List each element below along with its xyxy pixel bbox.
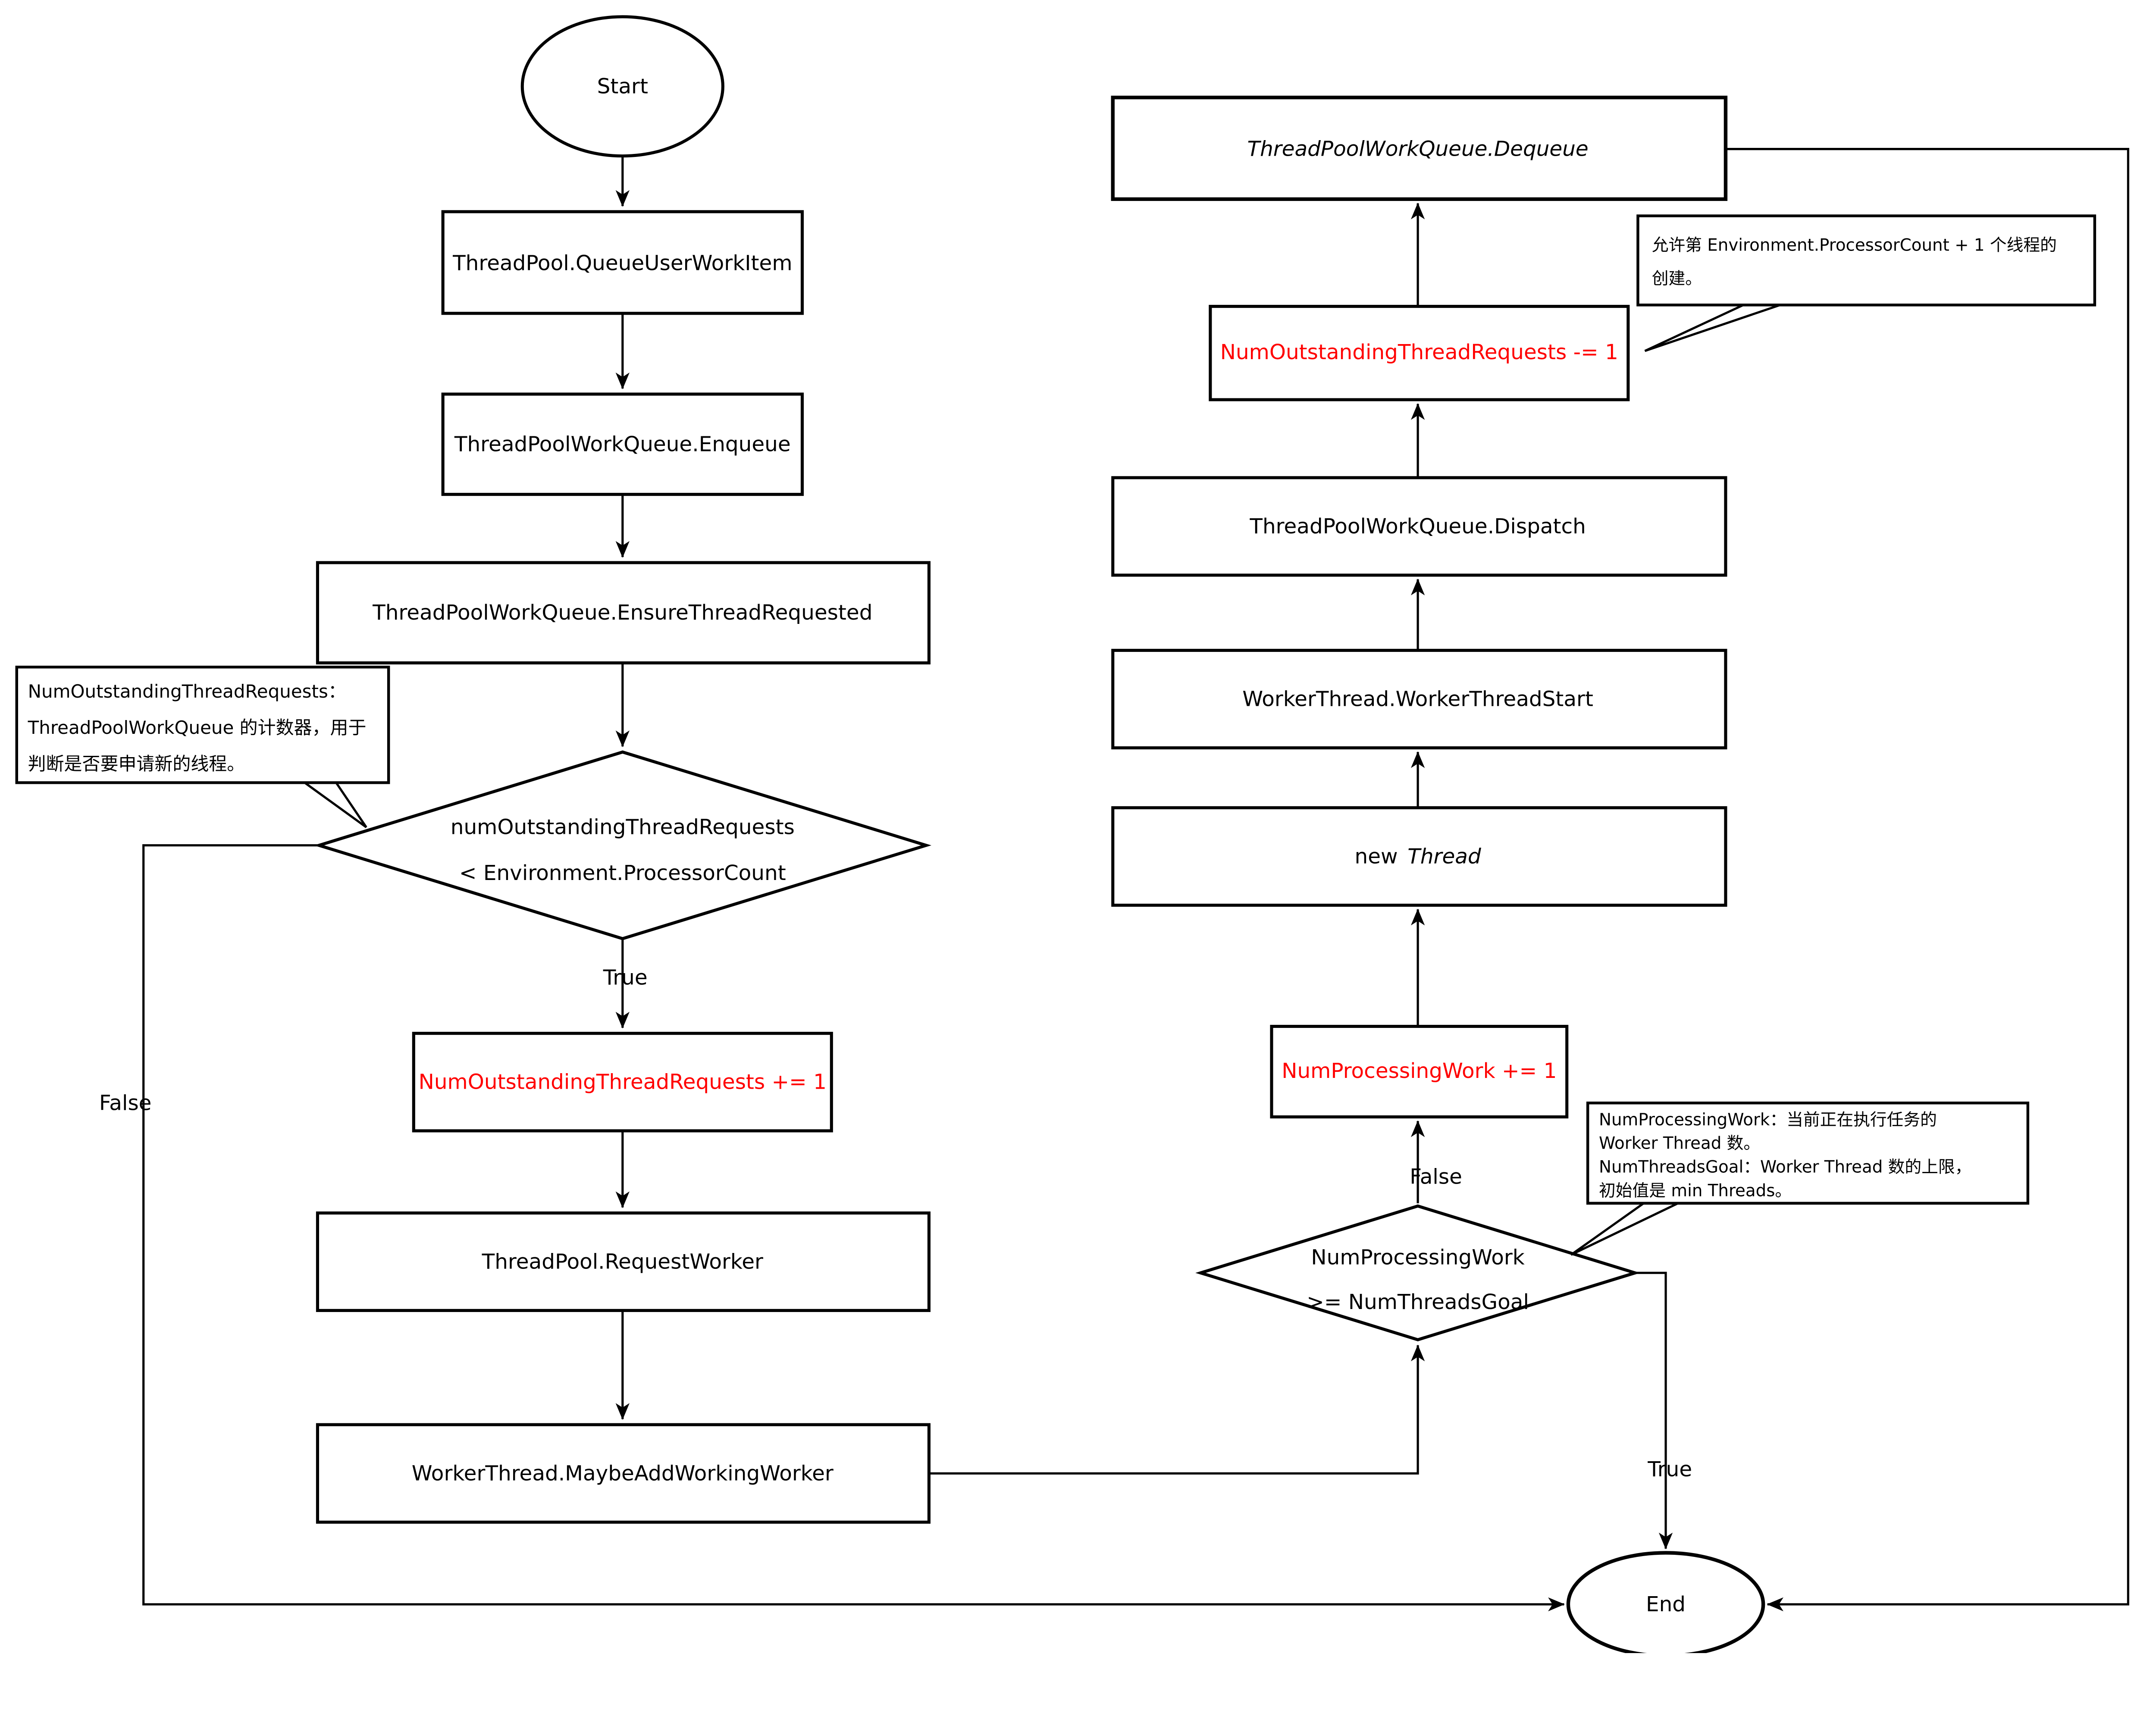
node-decision-outstanding: numOutstandingThreadRequests < Environme… <box>313 750 932 940</box>
callout-processor-box <box>1636 214 2096 307</box>
edges <box>142 148 2129 1612</box>
callout-processing-box <box>1586 1101 2030 1205</box>
threadpool-flowchart: Start ThreadPool.QueueUserWorkItem Threa… <box>15 15 2129 1653</box>
ensure-thread-requested-box <box>316 561 931 665</box>
enqueue-label: ThreadPoolWorkQueue.Enqueue <box>454 432 791 456</box>
callout-outstanding-note: NumOutstandingThreadRequests： ThreadPool… <box>15 665 390 828</box>
worker-thread-start-box <box>1111 648 1727 750</box>
node-worker-thread-start: WorkerThread.WorkerThreadStart <box>1111 648 1727 750</box>
label-true-processing: True <box>1647 1457 1692 1481</box>
end-label: End <box>1646 1592 1686 1616</box>
node-dequeue: ThreadPoolWorkQueue.Dequeue <box>1111 95 1728 201</box>
callout-outstanding-line3: 判断是否要申请新的线程。 <box>28 753 245 774</box>
node-enqueue: ThreadPoolWorkQueue.Enqueue <box>441 392 804 496</box>
maybe-add-working-worker-label: WorkerThread.MaybeAddWorkingWorker <box>412 1461 834 1485</box>
node-request-worker: ThreadPool.RequestWorker <box>316 1211 931 1312</box>
node-dispatch: ThreadPoolWorkQueue.Dispatch <box>1111 476 1727 577</box>
decision-outstanding-diamond <box>313 750 932 940</box>
inc-processing-label: NumProcessingWork += 1 <box>1282 1059 1557 1083</box>
dequeue-label: ThreadPoolWorkQueue.Dequeue <box>1247 137 1588 161</box>
decision-processing-line1: NumProcessingWork <box>1311 1246 1524 1270</box>
node-queue-user-work-item: ThreadPool.QueueUserWorkItem <box>441 210 804 315</box>
callout-processing-note: NumProcessingWork：当前正在执行任务的 Worker Threa… <box>1570 1101 2030 1256</box>
edge-maybeadd-to-decisionprocessing <box>929 1344 1425 1475</box>
end-ellipse <box>1566 1551 1765 1653</box>
callout-processor-line1: 允许第 Environment.ProcessorCount + 1 个线程的 <box>1652 235 2057 255</box>
node-inc-outstanding: NumOutstandingThreadRequests += 1 <box>412 1032 833 1133</box>
callout-outstanding-tail <box>297 779 367 828</box>
node-start: Start <box>520 15 724 158</box>
worker-thread-start-label: WorkerThread.WorkerThreadStart <box>1242 687 1593 711</box>
node-inc-processing: NumProcessingWork += 1 <box>1270 1024 1569 1118</box>
inc-outstanding-box <box>412 1032 833 1133</box>
queue-user-work-item-label: ThreadPool.QueueUserWorkItem <box>452 251 792 275</box>
callout-processing-tail <box>1570 1199 1685 1256</box>
callout-outstanding-line2: ThreadPoolWorkQueue 的计数器，用于 <box>28 717 367 738</box>
request-worker-label: ThreadPool.RequestWorker <box>482 1250 763 1274</box>
callout-processing-line1: NumProcessingWork：当前正在执行任务的 <box>1599 1110 1937 1130</box>
node-new-thread: new Thread <box>1111 806 1727 907</box>
decision-processing-diamond <box>1195 1204 1641 1341</box>
decision-outstanding-line2: < Environment.ProcessorCount <box>459 861 786 885</box>
start-ellipse <box>520 15 724 158</box>
callout-processing-line2: Worker Thread 数。 <box>1599 1134 1760 1153</box>
decision-outstanding-line1: numOutstandingThreadRequests <box>451 815 795 839</box>
flowchart-canvas: Start ThreadPool.QueueUserWorkItem Threa… <box>15 15 2129 1653</box>
label-false-outstanding: False <box>99 1091 152 1115</box>
enqueue-box <box>441 392 804 496</box>
node-decision-processing: NumProcessingWork >= NumThreadsGoal <box>1195 1204 1641 1341</box>
ensure-thread-requested-label: ThreadPoolWorkQueue.EnsureThreadRequeste… <box>372 601 872 625</box>
dispatch-box <box>1111 476 1727 577</box>
edge-decision-false-to-end <box>142 844 1565 1612</box>
new-thread-box <box>1111 806 1727 907</box>
node-dec-outstanding: NumOutstandingThreadRequests -= 1 <box>1209 305 1630 401</box>
start-label: Start <box>597 74 648 98</box>
new-thread-label: new Thread <box>1355 844 1481 868</box>
callout-outstanding-line1: NumOutstandingThreadRequests： <box>28 681 346 702</box>
edge-decisionprocessing-true-to-end <box>1635 1271 1673 1550</box>
request-worker-box <box>316 1211 931 1312</box>
inc-outstanding-label: NumOutstandingThreadRequests += 1 <box>419 1070 827 1094</box>
maybe-add-working-worker-box <box>316 1423 931 1524</box>
edge-dequeue-loop-to-end <box>1725 148 2129 1612</box>
dispatch-label: ThreadPoolWorkQueue.Dispatch <box>1249 514 1586 539</box>
label-true-outstanding: True <box>603 966 648 990</box>
node-ensure-thread-requested: ThreadPoolWorkQueue.EnsureThreadRequeste… <box>316 561 931 665</box>
label-false-processing: False <box>1410 1165 1462 1189</box>
callout-processor-line2: 创建。 <box>1652 269 1702 288</box>
node-end: End <box>1566 1551 1765 1653</box>
new-thread-word1: new <box>1355 844 1398 868</box>
dec-outstanding-box <box>1209 305 1630 401</box>
decision-processing-line2: >= NumThreadsGoal <box>1307 1290 1529 1314</box>
inc-processing-box <box>1270 1024 1569 1118</box>
node-maybe-add-working-worker: WorkerThread.MaybeAddWorkingWorker <box>316 1423 931 1524</box>
callout-processor-tail <box>1644 301 1789 352</box>
dec-outstanding-label: NumOutstandingThreadRequests -= 1 <box>1220 340 1618 364</box>
callout-processing-line4: 初始值是 min Threads。 <box>1599 1181 1792 1201</box>
dequeue-box <box>1111 95 1728 201</box>
callout-outstanding-box <box>15 665 390 784</box>
queue-user-work-item-box <box>441 210 804 315</box>
callout-processing-line3: NumThreadsGoal：Worker Thread 数的上限， <box>1599 1158 1971 1177</box>
callout-processor-note: 允许第 Environment.ProcessorCount + 1 个线程的 … <box>1636 214 2096 352</box>
new-thread-word2: Thread <box>1407 844 1481 868</box>
